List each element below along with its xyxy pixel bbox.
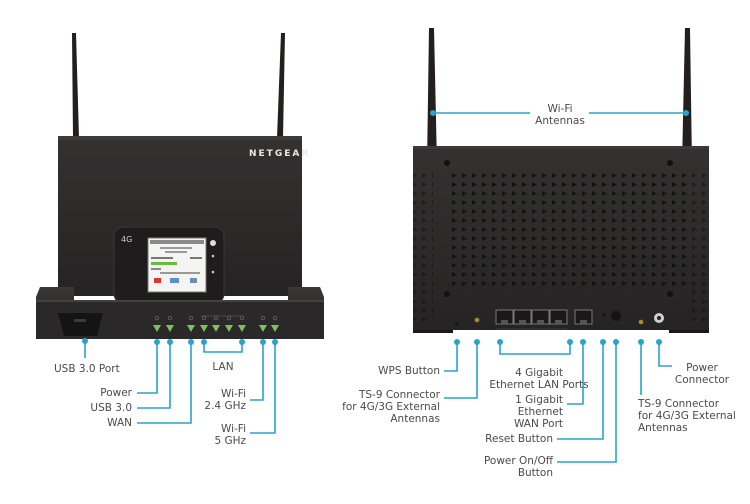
- label-wifi-antennas: Wi-Fi Antennas: [535, 103, 585, 127]
- vent-grid: [449, 173, 689, 291]
- power-leader: [137, 342, 158, 394]
- wps-leader: [444, 342, 458, 372]
- ts9-left-leader: [444, 342, 478, 399]
- wan-port: [574, 309, 593, 325]
- power-led: [153, 325, 161, 332]
- lan1-led: [200, 325, 208, 332]
- lan-port-4: [549, 309, 568, 325]
- back-callout-lines: [433, 112, 686, 463]
- front-callout-lines: [84, 340, 276, 434]
- label-ts9-left: TS-9 Connector for 4G/3G External Antenn…: [342, 389, 440, 425]
- lan3-led: [225, 325, 233, 332]
- front-antenna-right: [277, 33, 285, 138]
- modem-badge: 4G: [121, 235, 132, 244]
- front-antenna-left: [72, 33, 79, 138]
- front-callout-dots: [82, 338, 278, 345]
- usb-led-leader: [137, 342, 171, 409]
- back-antenna-left: [427, 28, 437, 165]
- label-wifi-24: Wi-Fi 2.4 GHz: [204, 388, 246, 412]
- label-power-switch: Power On/Off Button: [483, 455, 553, 479]
- usb-led-icon: [167, 315, 173, 321]
- lan4-led: [238, 325, 246, 332]
- label-ts9-right: TS-9 Connector for 4G/3G External Antenn…: [638, 398, 736, 434]
- wan-led: [187, 325, 195, 332]
- wifi-24-led: [259, 325, 267, 332]
- reset-leader: [557, 342, 604, 440]
- lan-port-3: [531, 309, 550, 325]
- lan-port-2: [513, 309, 532, 325]
- wifi24-leader: [250, 342, 264, 401]
- wifi-5-led: [271, 325, 279, 332]
- label-wan: WAN: [107, 417, 132, 429]
- back-antenna-right: [682, 28, 692, 165]
- wifi5-leader: [250, 342, 276, 434]
- label-power-connector: Power Connector: [674, 362, 730, 386]
- wan-leader: [137, 342, 192, 424]
- ts9-left-connector: [474, 317, 480, 323]
- status-leds: [153, 315, 279, 332]
- power-connector-leader: [658, 342, 672, 367]
- power-led-icon: [154, 315, 160, 321]
- power-switch: [611, 311, 621, 321]
- ts9-right-connector: [638, 319, 644, 325]
- wps-button: [455, 322, 459, 326]
- label-wan-port: 1 Gigabit Ethernet WAN Port: [514, 394, 563, 430]
- lan-leader: [203, 342, 243, 353]
- front-router: 4G: [36, 33, 324, 339]
- label-reset-button: Reset Button: [485, 433, 553, 445]
- lan2-led: [212, 325, 220, 332]
- wifi-24-led-icon: [260, 315, 266, 321]
- label-wps-button: WPS Button: [378, 365, 440, 377]
- label-usb-led: USB 3.0: [90, 402, 132, 414]
- wifi-5-led-icon: [272, 315, 278, 321]
- usb-port-cover: [58, 313, 103, 336]
- reset-button: [602, 313, 606, 317]
- lan-port-1: [495, 309, 514, 325]
- rear-ports: [455, 309, 664, 330]
- label-lan: LAN: [212, 361, 234, 373]
- label-usb-port: USB 3.0 Port: [54, 363, 120, 375]
- wan-led-icon: [188, 315, 194, 321]
- back-callout-dots: [430, 110, 689, 345]
- label-wifi-5: Wi-Fi 5 GHz: [214, 423, 246, 447]
- power-switch-leader: [557, 342, 617, 463]
- back-router: [413, 28, 709, 333]
- lan-ports-leader: [499, 342, 571, 355]
- usb-led: [166, 325, 174, 332]
- wan-port-leader: [567, 342, 584, 405]
- label-lan-ports: 4 Gigabit Ethernet LAN Ports: [489, 367, 589, 391]
- label-power: Power: [100, 387, 132, 399]
- netgear-logo: NETGEAR: [249, 149, 311, 159]
